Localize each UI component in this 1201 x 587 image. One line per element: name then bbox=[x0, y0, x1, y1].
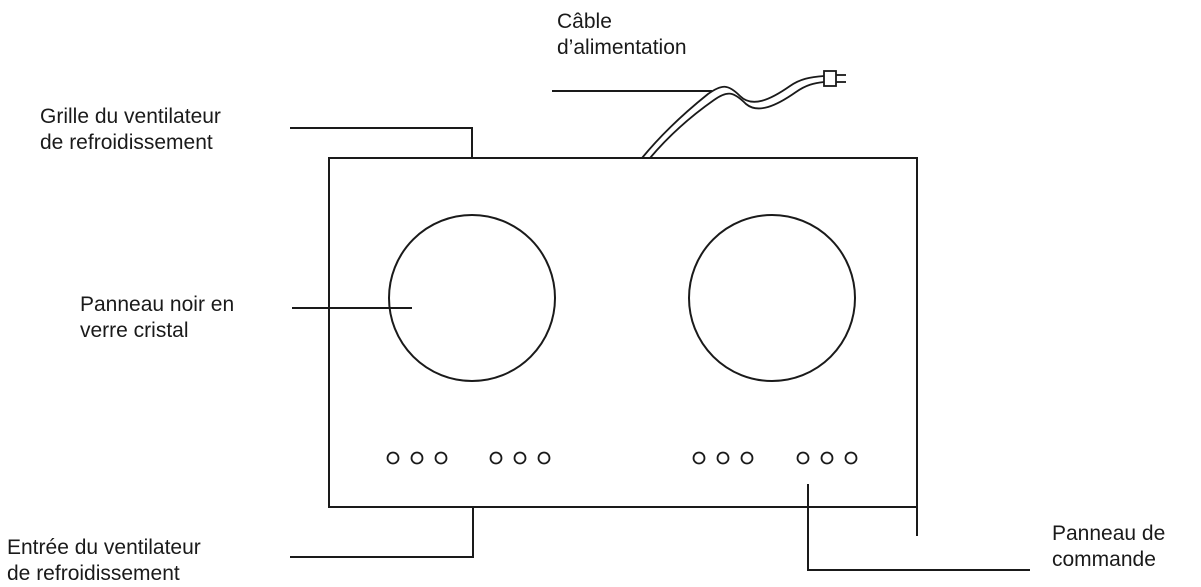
control-button bbox=[692, 451, 706, 465]
label-cooling-fan-inlet: Entrée du ventilateur de refroidissement bbox=[7, 535, 201, 587]
cooktop-body bbox=[328, 157, 918, 508]
control-button bbox=[716, 451, 730, 465]
plug bbox=[823, 70, 837, 87]
label-line: de refroidissement bbox=[7, 562, 180, 585]
control-button bbox=[844, 451, 858, 465]
power-cable bbox=[641, 70, 846, 159]
control-button bbox=[513, 451, 527, 465]
label-line: Panneau noir en bbox=[80, 293, 235, 316]
label-glass-panel: Panneau noir en verre cristal bbox=[80, 292, 234, 344]
label-line: de refroidissement bbox=[40, 131, 213, 154]
left-burner bbox=[388, 214, 556, 382]
control-button bbox=[489, 451, 503, 465]
label-line: Entrée du ventilateur bbox=[7, 536, 201, 559]
label-control-panel: Panneau de commande bbox=[1052, 521, 1165, 573]
label-line: Panneau de bbox=[1052, 522, 1166, 545]
leader-fan-inlet bbox=[290, 507, 474, 558]
label-line: verre cristal bbox=[80, 319, 189, 342]
control-button bbox=[796, 451, 810, 465]
control-button bbox=[386, 451, 400, 465]
right-burner bbox=[688, 214, 856, 382]
label-line: commande bbox=[1052, 548, 1156, 571]
control-button bbox=[537, 451, 551, 465]
leader-fan-grille bbox=[290, 127, 473, 158]
control-button bbox=[820, 451, 834, 465]
leader-control-panel bbox=[807, 484, 1030, 571]
control-button bbox=[740, 451, 754, 465]
control-button bbox=[434, 451, 448, 465]
label-cooling-fan-grille: Grille du ventilateur de refroidissement bbox=[40, 104, 221, 156]
control-button bbox=[410, 451, 424, 465]
label-line: Câble bbox=[557, 10, 612, 33]
control-buttons bbox=[386, 451, 858, 465]
label-line: Grille du ventilateur bbox=[40, 105, 221, 128]
label-power-cable: Câble d’alimentation bbox=[557, 9, 687, 61]
label-line: d’alimentation bbox=[557, 36, 687, 59]
